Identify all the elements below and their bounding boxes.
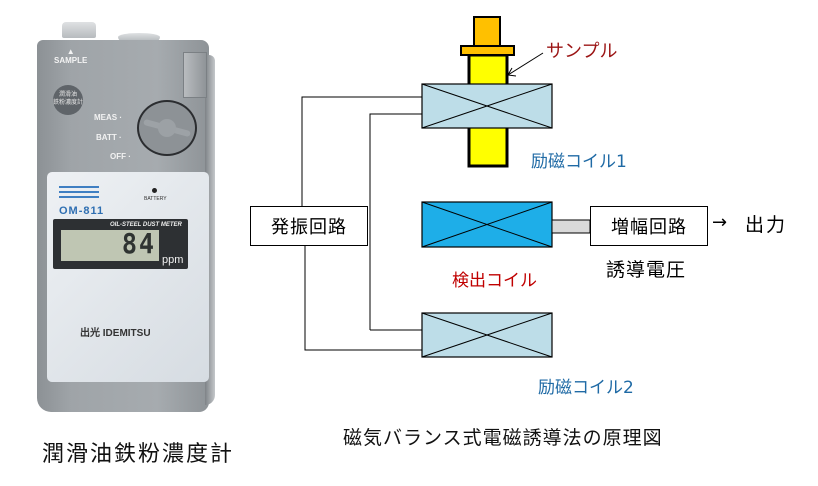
battery-label: BATTERY bbox=[144, 196, 167, 202]
lcd-reading: 84 bbox=[121, 227, 156, 260]
wire-osc-to-coil1-inner bbox=[369, 113, 422, 330]
top-knob bbox=[118, 33, 160, 41]
sample-pointer-arrow bbox=[507, 52, 544, 76]
lcd-title: OIL-STEEL DUST METER bbox=[110, 222, 182, 228]
amplifier-circuit-box: 増幅回路 bbox=[590, 206, 708, 246]
diagram-caption: 磁気バランス式電磁誘導法の原理図 bbox=[343, 427, 663, 449]
excitation-coil-2 bbox=[421, 312, 553, 358]
excitation-coil-1 bbox=[421, 83, 553, 129]
device-side bbox=[205, 55, 215, 405]
device-badge: 潤滑油 鉄粉濃度計 bbox=[53, 85, 83, 115]
detection-coil-label: 検出コイル bbox=[452, 271, 537, 291]
brand-logo: 出光 IDEMITSU bbox=[80, 328, 151, 339]
battery-indicator-icon bbox=[152, 188, 157, 193]
arrow-head-icon bbox=[507, 67, 517, 77]
detection-coil bbox=[421, 201, 553, 248]
oscillator-circuit-box: 発振回路 bbox=[250, 206, 368, 246]
wire-osc-to-coil2-outer bbox=[304, 245, 422, 351]
brand-lines-icon bbox=[59, 186, 99, 201]
front-panel bbox=[47, 172, 209, 382]
device-clip bbox=[183, 52, 207, 98]
dial-hub bbox=[158, 119, 176, 137]
sample-button bbox=[62, 22, 96, 38]
sample-flange bbox=[460, 45, 515, 56]
mode-dial bbox=[137, 100, 197, 156]
output-arrow-icon: → bbox=[712, 212, 728, 233]
output-label: 出力 bbox=[745, 214, 788, 236]
mode-label-meas: MEAS · bbox=[94, 113, 123, 122]
sample-label: ▲ SAMPLE bbox=[54, 47, 88, 65]
model-label: OM-811 bbox=[59, 205, 105, 217]
excitation-coil-1-label: 励磁コイル1 bbox=[531, 152, 627, 172]
lcd-unit: ppm bbox=[162, 254, 184, 266]
detection-connector bbox=[551, 219, 591, 234]
mode-label-batt: BATT · bbox=[96, 133, 122, 142]
triangle-up-icon: ▲ bbox=[66, 47, 75, 56]
device-caption: 潤滑油鉄粉濃度計 bbox=[42, 442, 235, 467]
lcd-screen bbox=[61, 230, 159, 261]
sample-label: サンプル bbox=[546, 41, 618, 62]
excitation-coil-2-label: 励磁コイル2 bbox=[538, 378, 634, 398]
induced-voltage-label: 誘導電圧 bbox=[606, 259, 687, 281]
mode-label-off: OFF · bbox=[110, 152, 131, 161]
wire-osc-to-coil1-outer bbox=[301, 96, 422, 206]
sample-cap bbox=[473, 16, 501, 48]
